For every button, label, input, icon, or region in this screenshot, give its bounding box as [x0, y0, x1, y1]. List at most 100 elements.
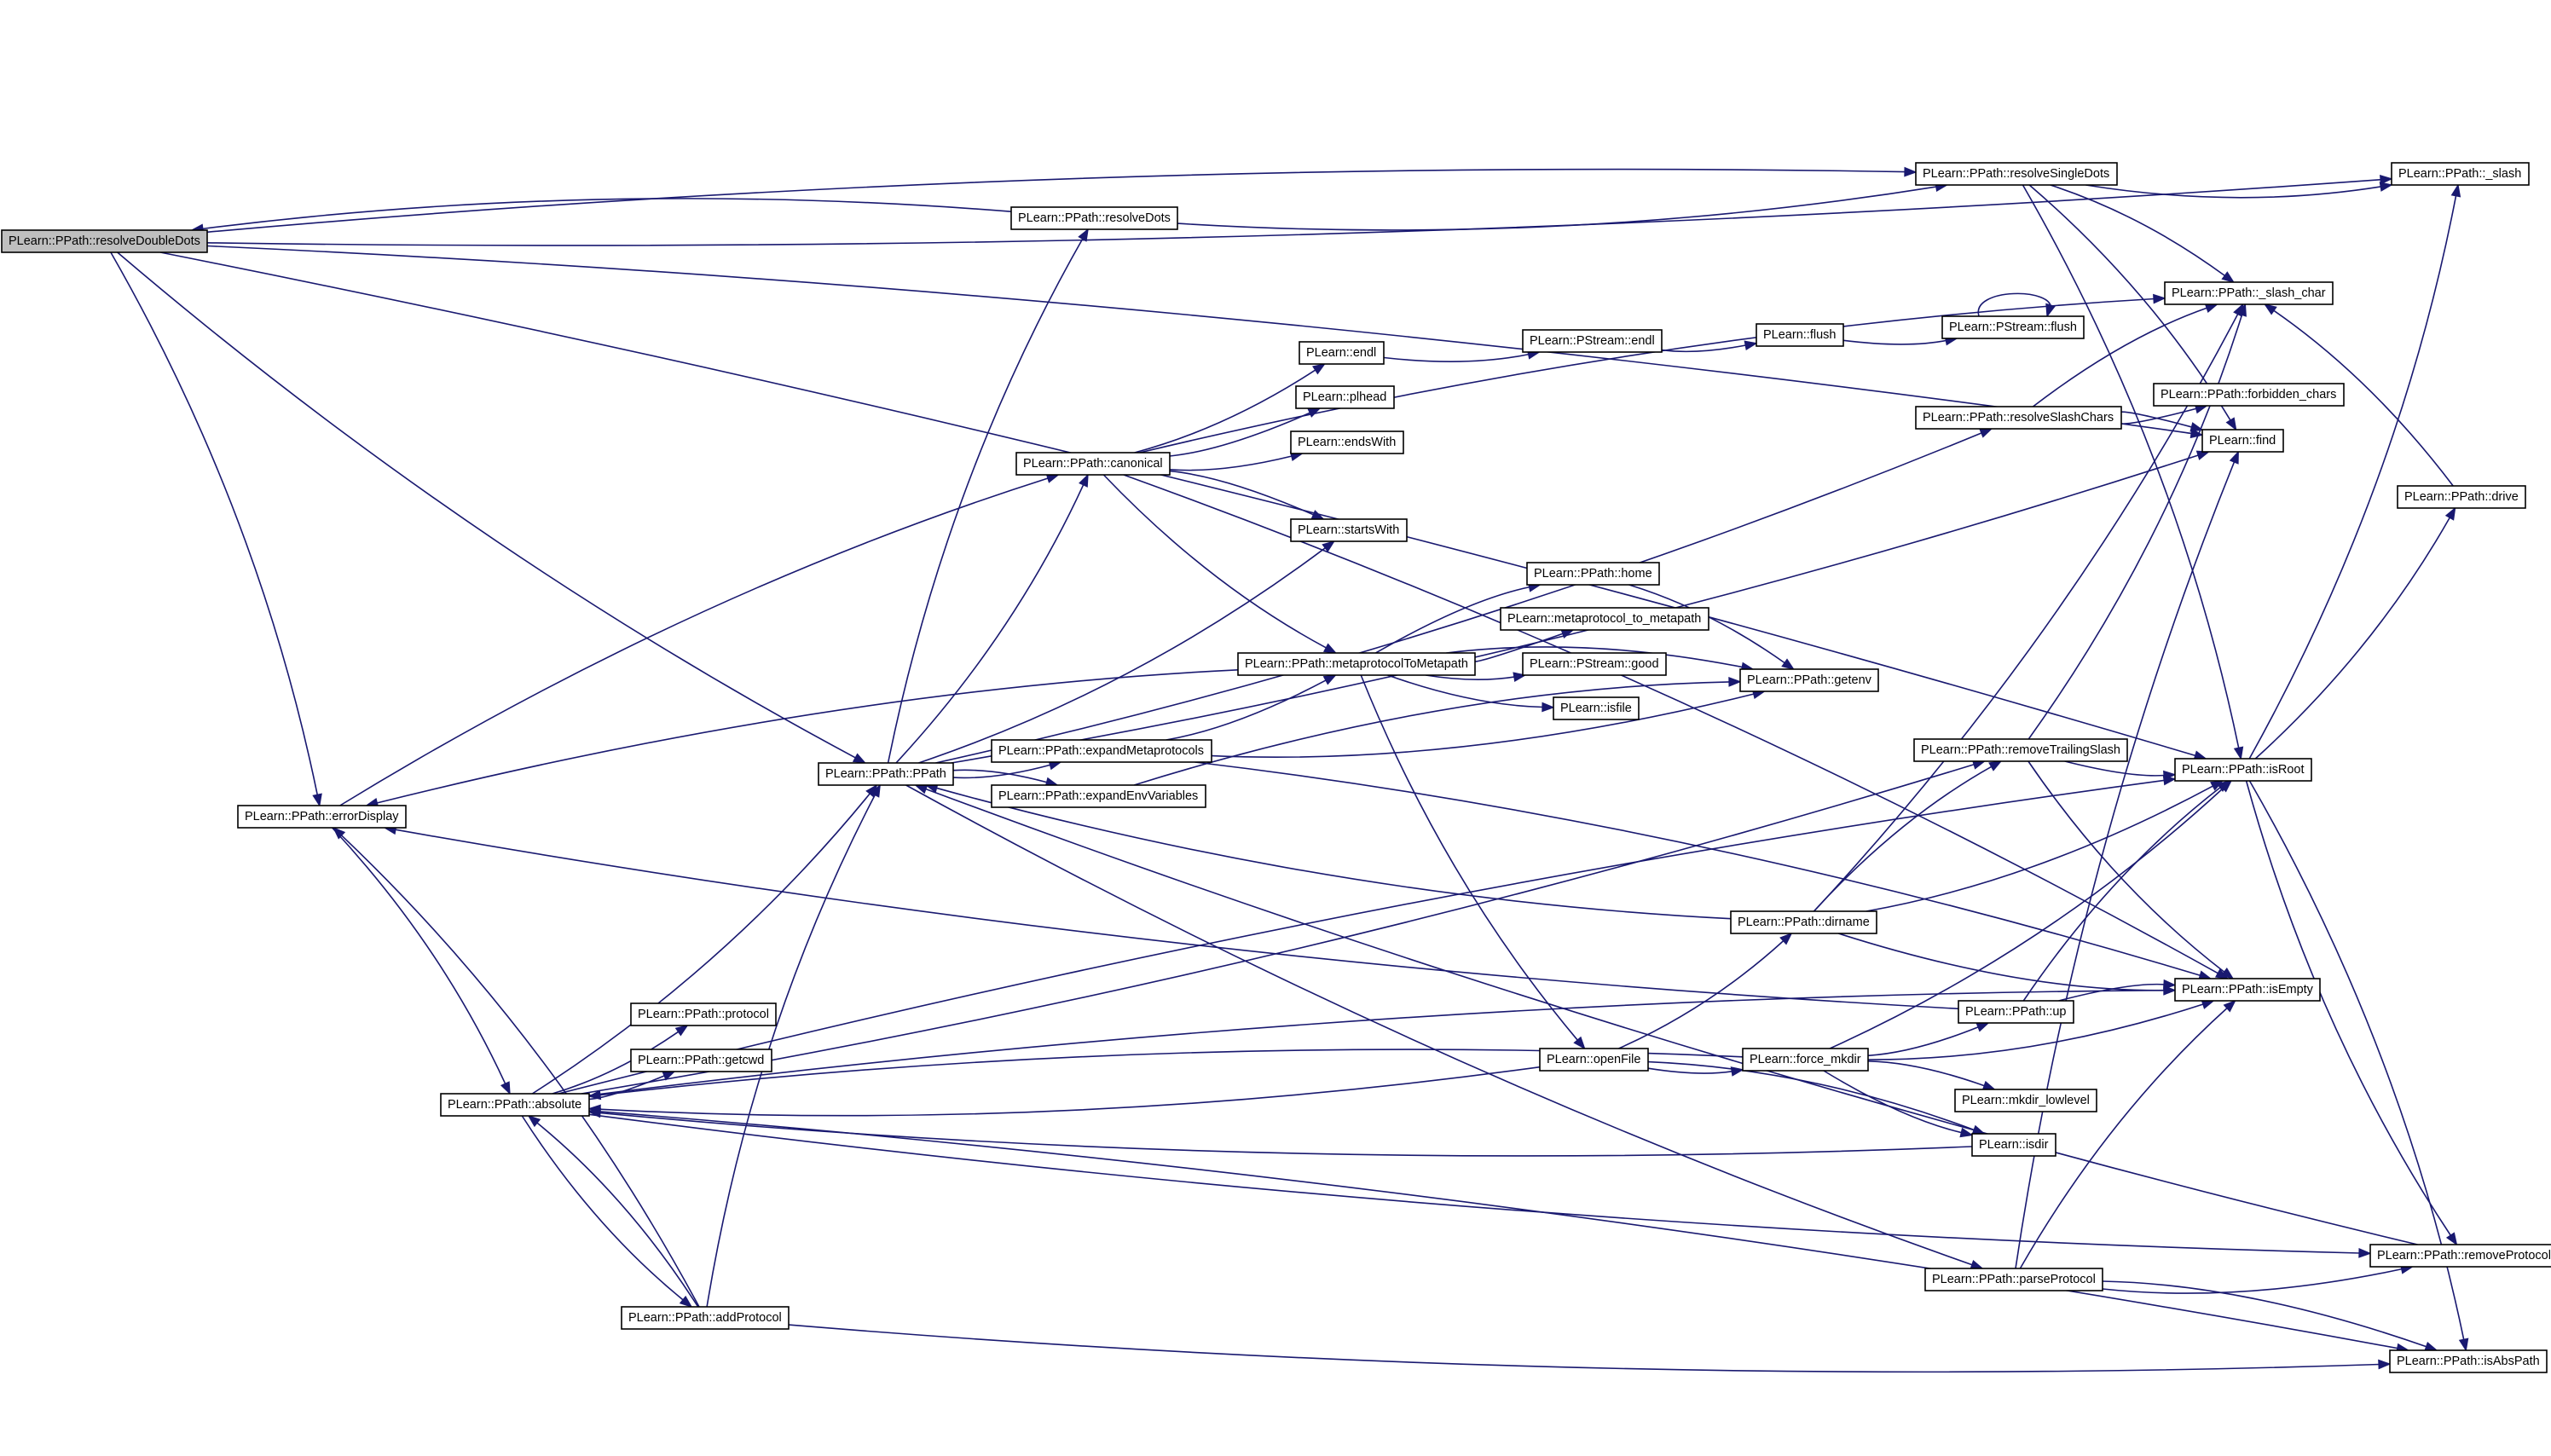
- edge-line: [1647, 1060, 1975, 1131]
- node-label: PLearn::PPath::resolveDoubleDots: [9, 234, 200, 248]
- edge-line: [535, 1121, 699, 1308]
- node-mkdir_lowlevel[interactable]: PLearn::mkdir_lowlevel: [1954, 1089, 2097, 1112]
- node-box: [1924, 1268, 2103, 1291]
- edge-line: [2032, 307, 2208, 407]
- edge-parseProtocol-to-isEmpty: [2019, 999, 2236, 1269]
- node-metaprotocolToMetapath[interactable]: PLearn::PPath::metaprotocolToMetapath: [1237, 652, 1476, 676]
- node-label: PLearn::PPath::resolveSingleDots: [1923, 167, 2109, 181]
- node-label: PLearn::PPath::home: [1534, 567, 1652, 581]
- node-plhead[interactable]: PLearn::plhead: [1295, 385, 1395, 409]
- edge-line: [581, 763, 1975, 1095]
- node-getenv[interactable]: PLearn::PPath::getenv: [1739, 668, 1879, 692]
- node-label: PLearn::PPath::drive: [2404, 490, 2519, 504]
- node-label: PLearn::PPath::isEmpty: [2182, 983, 2314, 997]
- node-canonical[interactable]: PLearn::PPath::canonical: [1015, 452, 1171, 476]
- node-absolute[interactable]: PLearn::PPath::absolute: [440, 1093, 590, 1117]
- node-addProtocol[interactable]: PLearn::PPath::addProtocol: [621, 1306, 790, 1330]
- node-box: [818, 762, 954, 786]
- node-isRoot[interactable]: PLearn::PPath::isRoot: [2174, 758, 2312, 782]
- edge-arrowhead: [2229, 450, 2239, 465]
- node-pstream_flush[interactable]: PLearn::PStream::flush: [1941, 315, 2085, 339]
- node-openFile[interactable]: PLearn::openFile: [1539, 1048, 1649, 1072]
- node-box: [1756, 323, 1844, 347]
- edge-resolveDots-to-resolveSingleDots: [1177, 182, 1949, 231]
- edge-line: [1169, 455, 1293, 471]
- node-endsWith[interactable]: PLearn::endsWith: [1290, 430, 1404, 454]
- edge-line: [935, 787, 1732, 920]
- node-label: PLearn::PPath::errorDisplay: [245, 810, 399, 823]
- edge-line: [1166, 679, 1328, 741]
- node-parseProtocol[interactable]: PLearn::PPath::parseProtocol: [1924, 1268, 2103, 1291]
- edge-line: [918, 546, 1327, 764]
- edge-parseProtocol-to-removeProtocol: [2102, 1264, 2415, 1294]
- node-resolveSingleDots[interactable]: PLearn::PPath::resolveSingleDots: [1915, 162, 2118, 186]
- edge-line: [340, 834, 700, 1308]
- node-isAbsPath[interactable]: PLearn::PPath::isAbsPath: [2389, 1349, 2548, 1373]
- edge-resolveDoubleDots-to-isRoot: [159, 251, 2207, 760]
- node-isfile[interactable]: PLearn::isfile: [1553, 696, 1640, 720]
- node-metaprotocol_to_metapath[interactable]: PLearn::metaprotocol_to_metapath: [1500, 607, 1709, 631]
- edge-arrowhead: [2458, 1338, 2469, 1352]
- node-dirname[interactable]: PLearn::PPath::dirname: [1730, 910, 1877, 934]
- node-expandEnvVariables[interactable]: PLearn::PPath::expandEnvVariables: [991, 784, 1206, 808]
- node-box: [1971, 1133, 2056, 1157]
- node-isdir[interactable]: PLearn::isdir: [1971, 1133, 2056, 1157]
- node-home[interactable]: PLearn::PPath::home: [1526, 562, 1660, 586]
- node-resolveDoubleDots[interactable]: PLearn::PPath::resolveDoubleDots: [1, 229, 208, 253]
- node-protocol[interactable]: PLearn::PPath::protocol: [630, 1002, 777, 1026]
- node-label: PLearn::PPath::PPath: [825, 767, 946, 781]
- node-expandMetaprotocols[interactable]: PLearn::PPath::expandMetaprotocols: [991, 739, 1212, 763]
- node-isEmpty[interactable]: PLearn::PPath::isEmpty: [2174, 978, 2321, 1002]
- node-ppath[interactable]: PLearn::PPath::PPath: [818, 762, 954, 786]
- edge-line: [2064, 760, 2166, 777]
- node-up[interactable]: PLearn::PPath::up: [1958, 1000, 2074, 1024]
- node-slash[interactable]: PLearn::PPath::_slash: [2391, 162, 2530, 186]
- edge-arrowhead: [2163, 985, 2177, 996]
- edge-addProtocol-to-errorDisplay: [332, 826, 700, 1308]
- edge-line: [905, 784, 1974, 1266]
- edge-line: [2027, 760, 2225, 974]
- edge-line: [2102, 1268, 2403, 1294]
- edge-ppath-to-resolveSlashChars: [935, 428, 1993, 764]
- edge-removeTrailingSlash-to-isEmpty: [2027, 760, 2235, 980]
- edge-endl-to-pstream_endl: [1383, 350, 1542, 362]
- node-removeTrailingSlash[interactable]: PLearn::PPath::removeTrailingSlash: [1913, 738, 2128, 762]
- edge-arrowhead: [2220, 968, 2235, 980]
- edge-force_mkdir-to-isEmpty: [1867, 999, 2215, 1060]
- node-pstream_endl[interactable]: PLearn::PStream::endl: [1522, 329, 1663, 353]
- edge-line: [394, 829, 1959, 1010]
- edge-line: [1977, 292, 2051, 317]
- edge-arrowhead: [2221, 271, 2236, 283]
- edge-absolute-to-isEmpty: [588, 985, 2177, 1096]
- node-startsWith[interactable]: PLearn::startsWith: [1290, 518, 1408, 542]
- edge-arrowhead: [2045, 303, 2056, 318]
- node-endl[interactable]: PLearn::endl: [1299, 341, 1385, 365]
- edge-arrowhead: [1322, 540, 1336, 552]
- edge-line: [332, 827, 506, 1085]
- edge-force_mkdir-to-isdir: [1823, 1070, 1974, 1138]
- edge-arrowhead: [1975, 1022, 1990, 1032]
- node-find[interactable]: PLearn::find: [2201, 429, 2284, 453]
- edge-absolute-to-getcwd: [588, 1071, 676, 1101]
- node-resolveDots[interactable]: PLearn::PPath::resolveDots: [1010, 206, 1178, 230]
- edge-line: [887, 238, 1084, 764]
- edge-line: [1123, 474, 2219, 974]
- node-resolveSlashChars[interactable]: PLearn::PPath::resolveSlashChars: [1915, 406, 2122, 430]
- edge-line: [788, 1324, 2380, 1373]
- node-removeProtocol[interactable]: PLearn::PPath::removeProtocol: [2369, 1244, 2551, 1268]
- node-flush[interactable]: PLearn::flush: [1756, 323, 1844, 347]
- node-force_mkdir[interactable]: PLearn::force_mkdir: [1742, 1048, 1869, 1072]
- node-getcwd[interactable]: PLearn::PPath::getcwd: [630, 1049, 772, 1072]
- node-errorDisplay[interactable]: PLearn::PPath::errorDisplay: [237, 805, 407, 829]
- edge-resolveDoubleDots-to-slash: [206, 174, 2393, 246]
- edge-flush-to-pstream_flush: [1842, 335, 1958, 346]
- node-label: PLearn::PStream::good: [1530, 657, 1659, 671]
- edge-line: [952, 769, 1048, 783]
- edge-arrowhead: [2233, 303, 2244, 317]
- node-slash_char[interactable]: PLearn::PPath::_slash_char: [2164, 281, 2334, 305]
- edge-arrowhead: [312, 793, 322, 807]
- node-good[interactable]: PLearn::PStream::good: [1522, 652, 1667, 676]
- node-forbidden_chars[interactable]: PLearn::PPath::forbidden_chars: [2153, 383, 2345, 407]
- node-drive[interactable]: PLearn::PPath::drive: [2397, 485, 2526, 509]
- edge-arrowhead: [2358, 1248, 2372, 1258]
